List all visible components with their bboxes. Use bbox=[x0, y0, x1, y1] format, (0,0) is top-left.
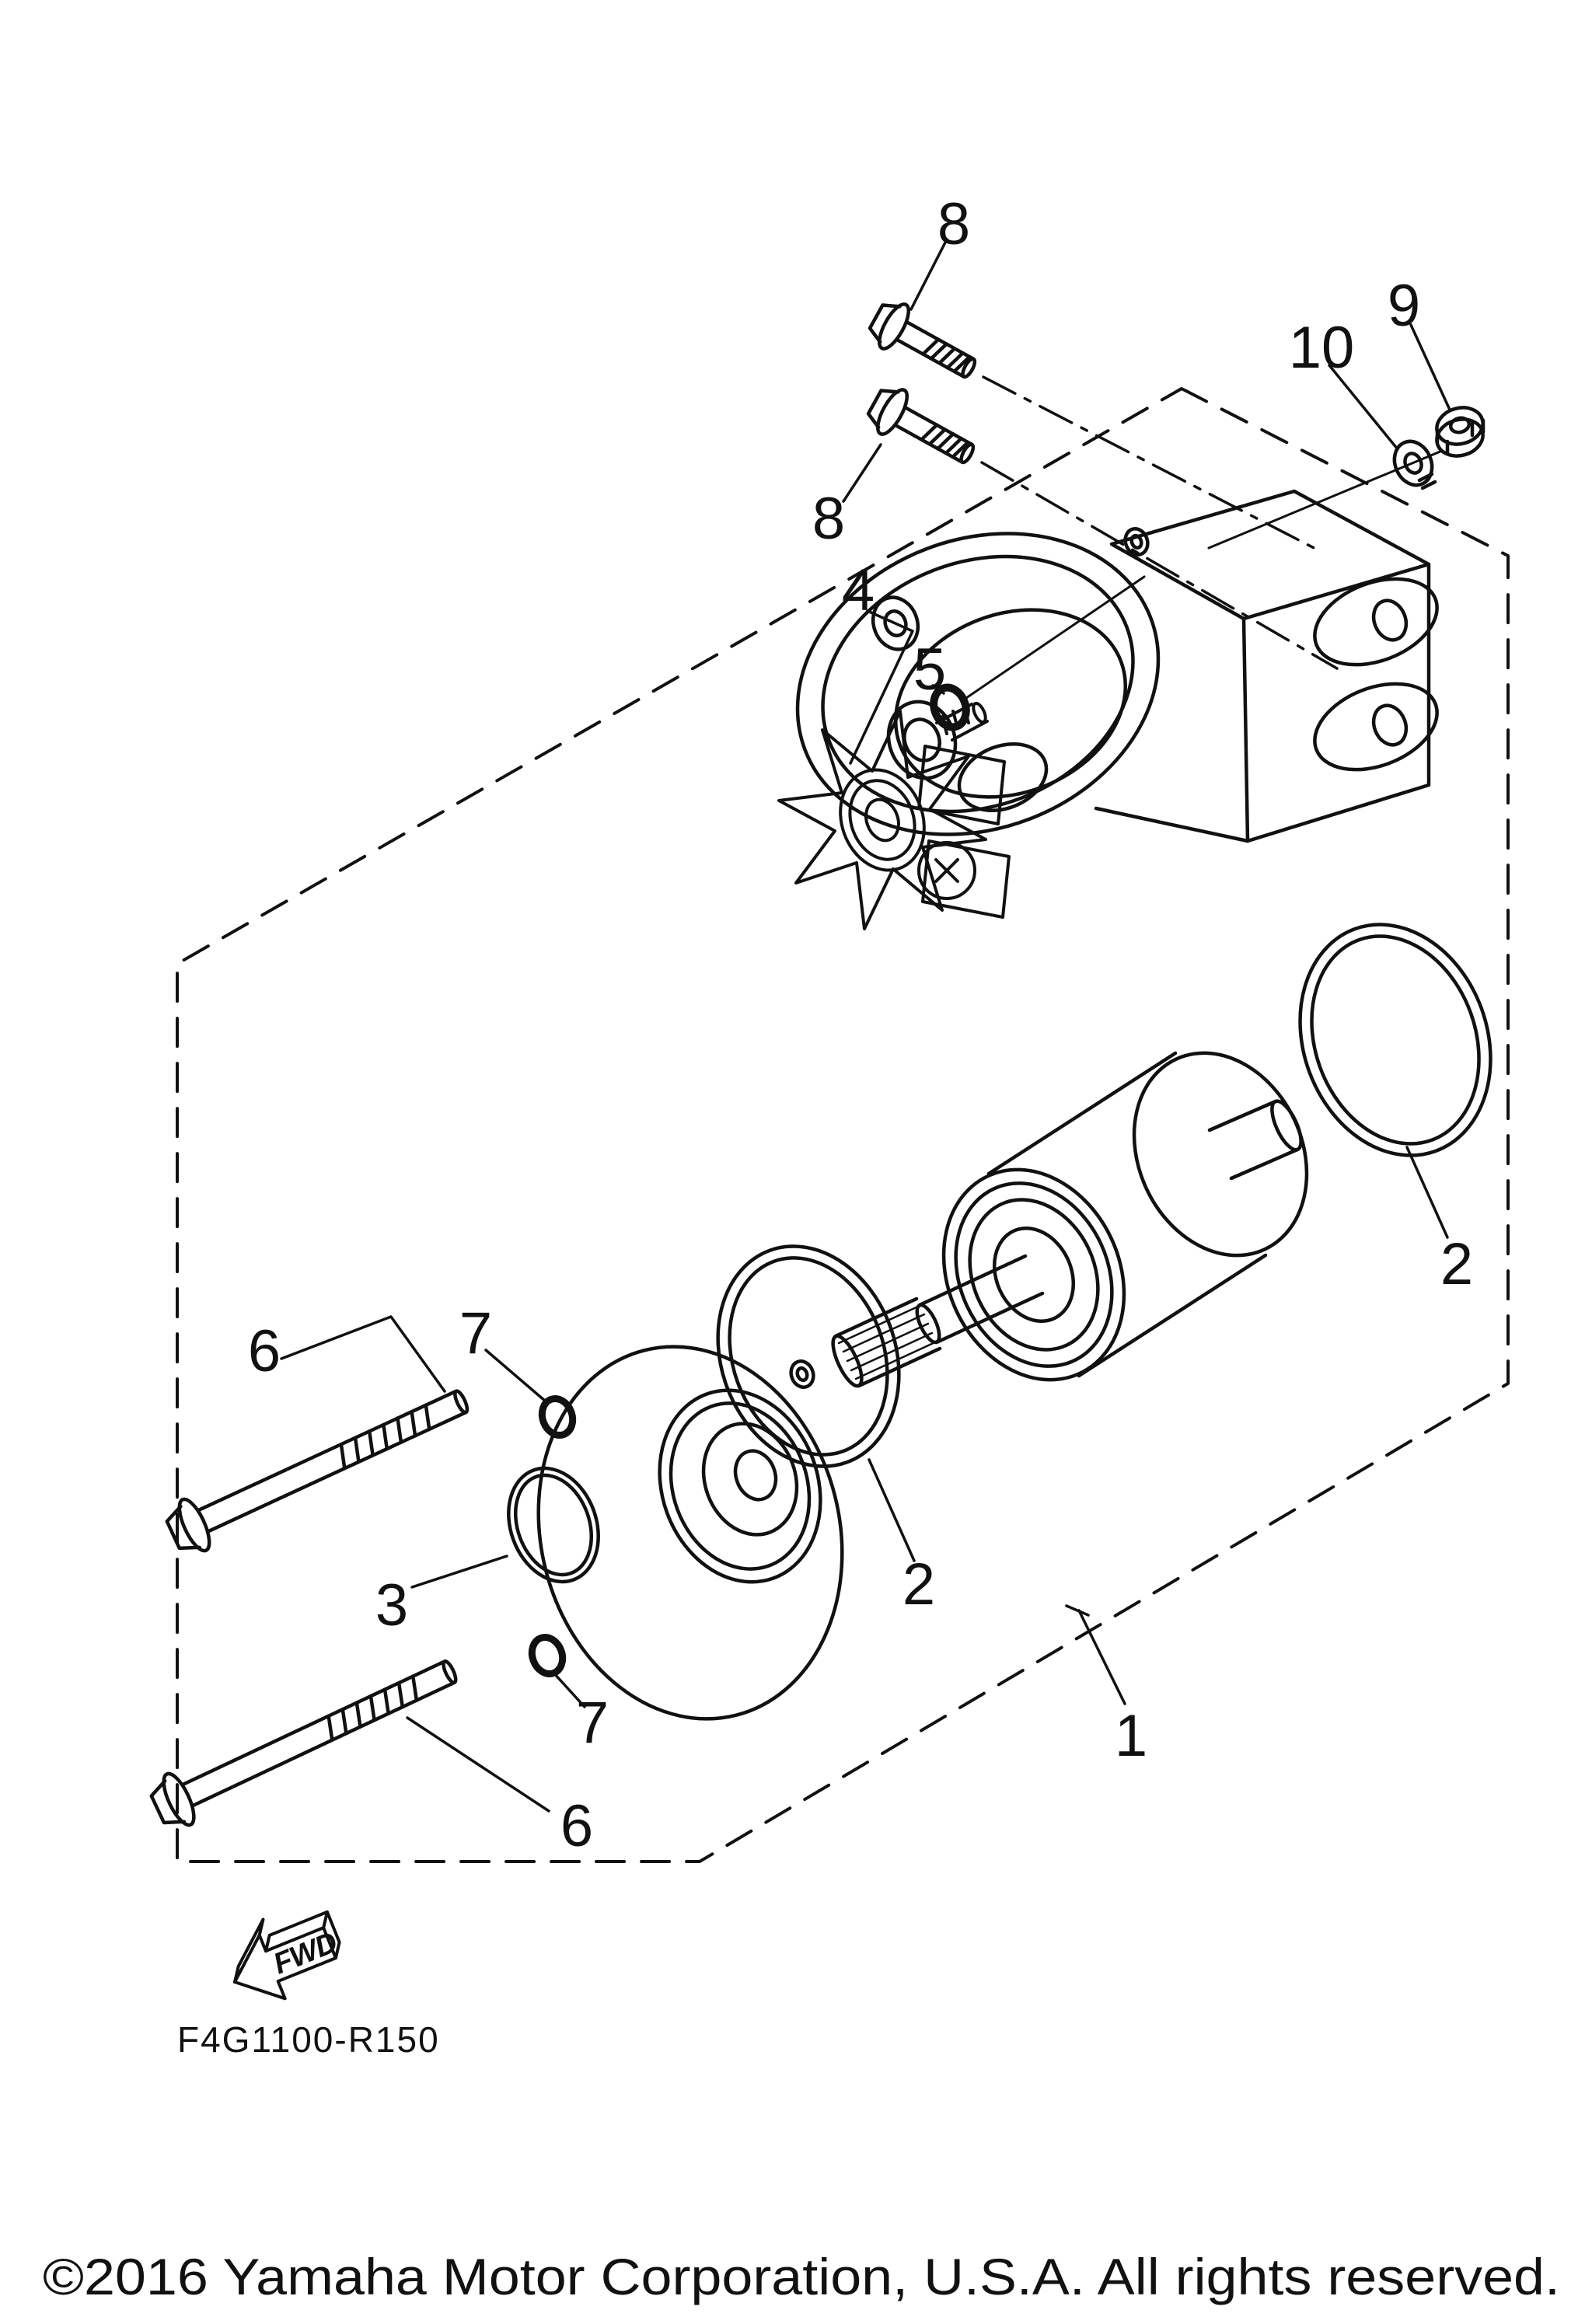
callout-1: 1 bbox=[1115, 1703, 1147, 1769]
bolt-6-upper bbox=[165, 1389, 470, 1553]
o-ring-2-front bbox=[716, 1244, 901, 1468]
callout-5: 5 bbox=[913, 637, 946, 703]
callout-2a: 2 bbox=[902, 1551, 935, 1617]
callout-7b: 7 bbox=[576, 1690, 609, 1756]
o-ring-5 bbox=[930, 683, 970, 731]
callout-4: 4 bbox=[842, 557, 875, 623]
callout-8a: 8 bbox=[937, 191, 970, 257]
copyright-text: ©2016 Yamaha Motor Corporation, U.S.A. A… bbox=[43, 2248, 1560, 2305]
callout-7a: 7 bbox=[459, 1300, 492, 1366]
callout-2b: 2 bbox=[1440, 1231, 1473, 1297]
bolt-8-upper bbox=[868, 302, 977, 379]
callout-8b: 8 bbox=[812, 486, 845, 552]
bearing-bore bbox=[733, 1449, 778, 1502]
callout-9: 9 bbox=[1388, 273, 1420, 339]
flange-nut-9 bbox=[1435, 406, 1486, 458]
diagram-code: F4G1100-R150 bbox=[177, 2019, 440, 2060]
fwd-arrow-icon: FWD bbox=[233, 1910, 342, 2001]
o-ring-7-upper bbox=[538, 1395, 577, 1439]
center-lines bbox=[980, 375, 1339, 670]
brush-screw bbox=[917, 841, 976, 900]
callout-10: 10 bbox=[1289, 315, 1355, 381]
callout-6b: 6 bbox=[560, 1793, 593, 1859]
bracket-lower-lug-hole bbox=[1371, 703, 1409, 747]
armature bbox=[831, 1051, 1309, 1388]
assembly-boundary-dashed-box bbox=[176, 387, 1510, 1863]
o-ring-7-lower bbox=[528, 1634, 567, 1677]
o-ring-2-rear bbox=[1298, 923, 1492, 1157]
starter-housing bbox=[795, 489, 1439, 843]
brush-holder-assembly bbox=[777, 701, 1011, 930]
lock-washer-10 bbox=[1392, 439, 1437, 490]
bracket-upper-lug-hole bbox=[1371, 598, 1409, 642]
front-bracket bbox=[536, 1345, 844, 1721]
leader-lines bbox=[280, 238, 1451, 1813]
stud-axis-line bbox=[1207, 449, 1444, 550]
callout-6a: 6 bbox=[248, 1318, 281, 1384]
bolt-6-lower bbox=[149, 1659, 458, 1827]
o-ring-5-seat-line bbox=[965, 575, 1146, 700]
o-ring-3 bbox=[507, 1466, 600, 1584]
bolt-8-lower bbox=[866, 388, 976, 465]
callout-3: 3 bbox=[375, 1572, 408, 1638]
